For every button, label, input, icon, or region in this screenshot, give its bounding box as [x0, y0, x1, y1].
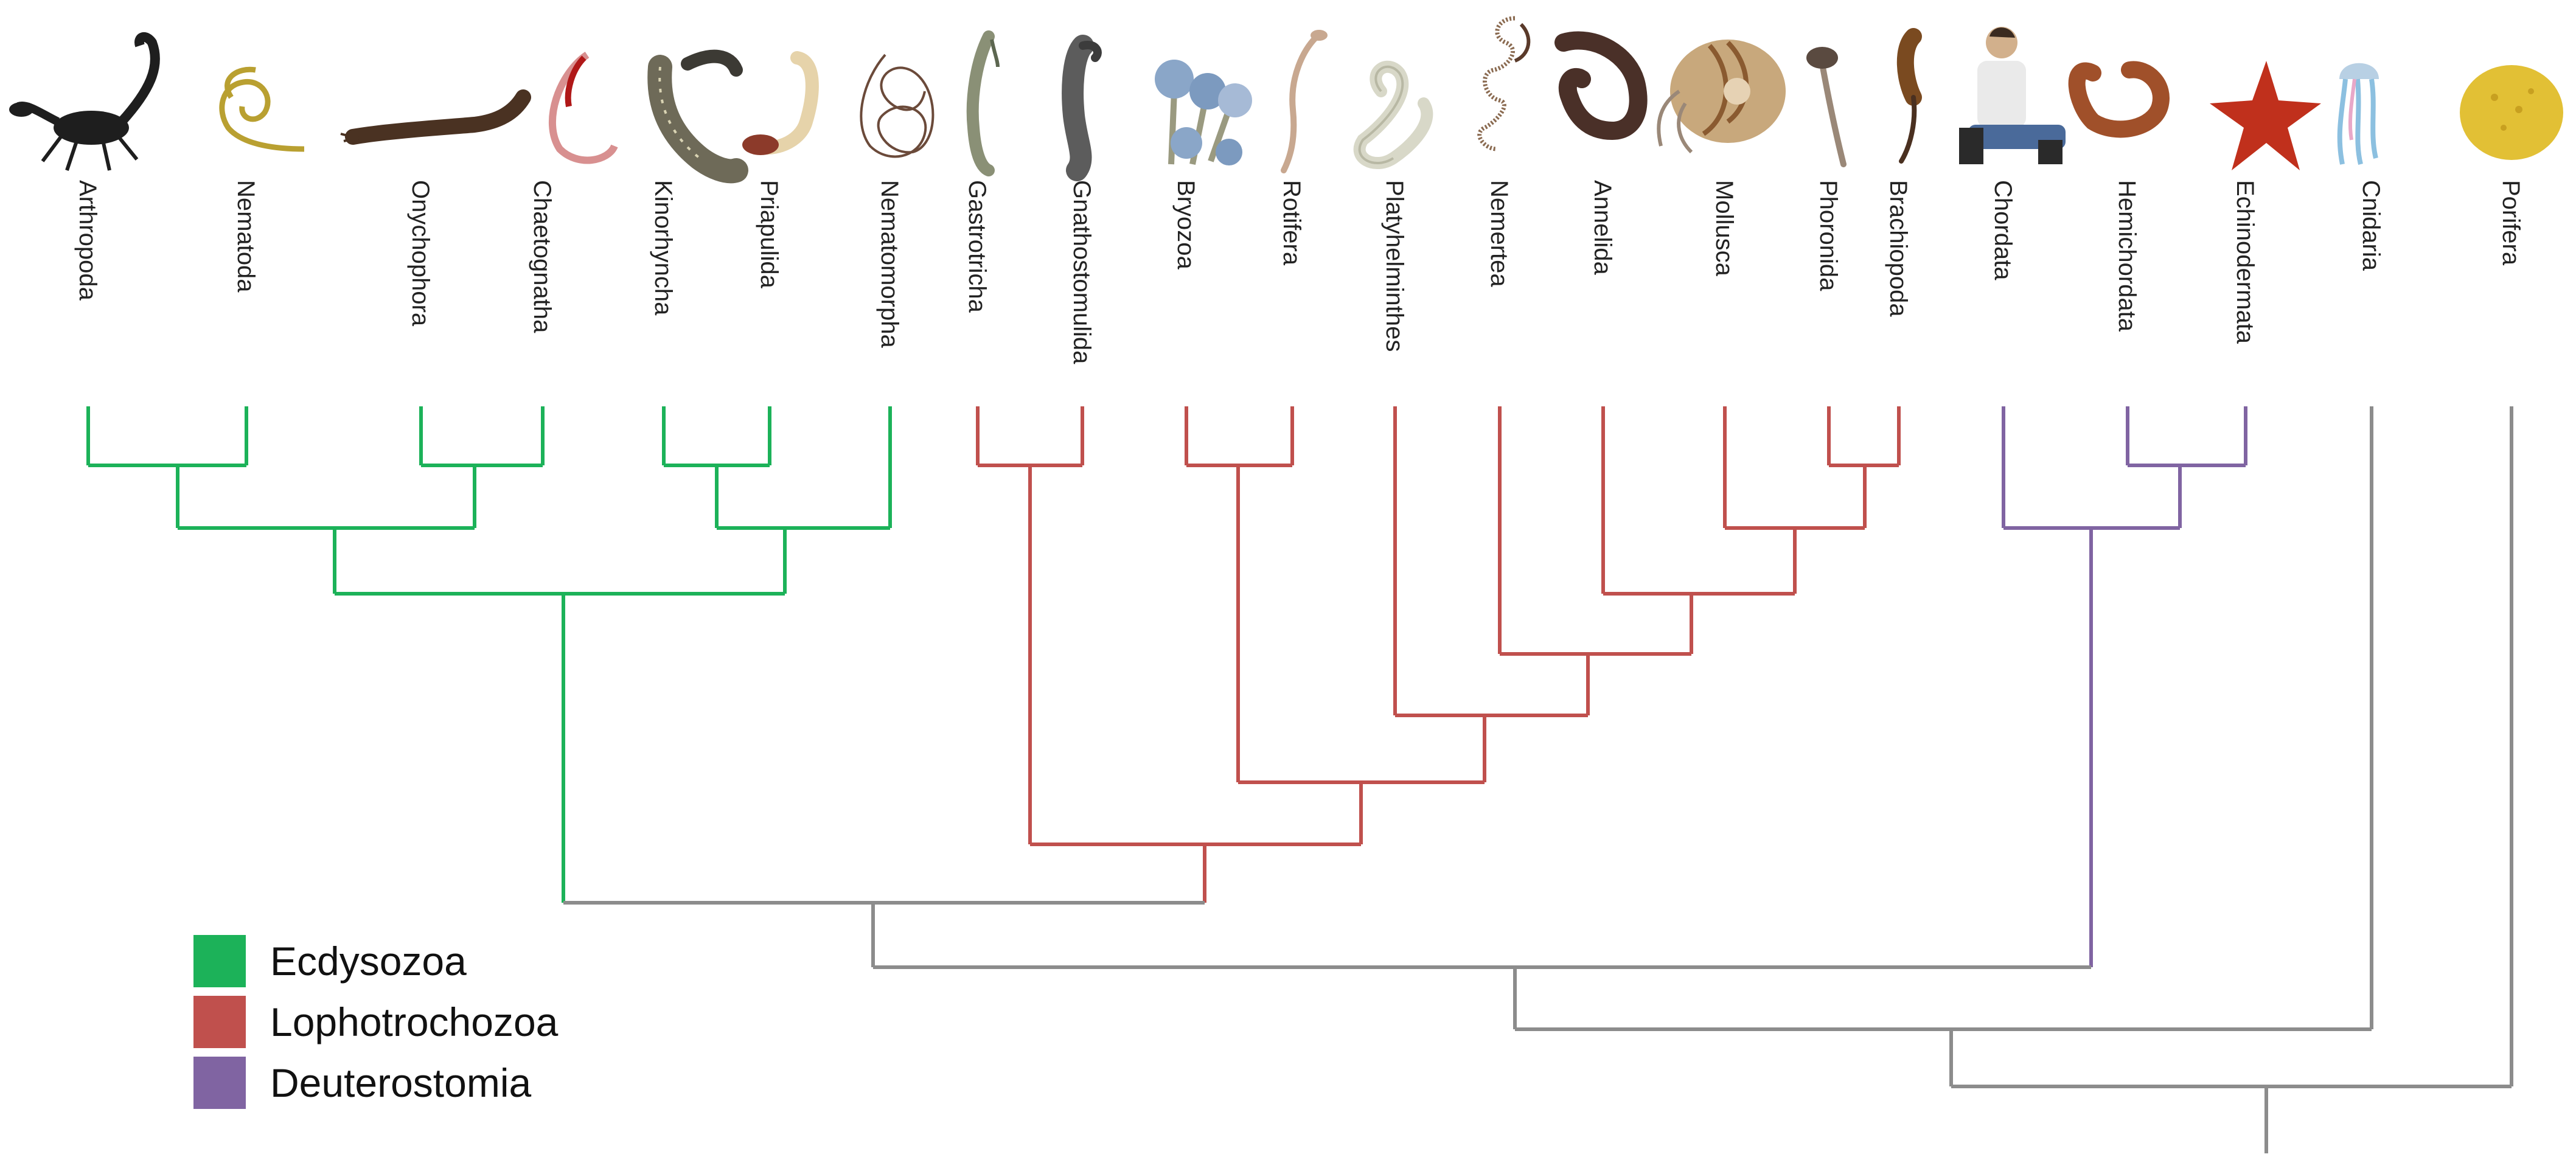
- legend-item-ecdysozoa: Ecdysozoa: [193, 942, 558, 981]
- taxon-label-priapulida: Priapulida: [756, 180, 782, 289]
- taxon-label-gnathostomulida: Gnathostomulida: [1068, 180, 1095, 364]
- taxon-label-mollusca: Mollusca: [1711, 180, 1738, 277]
- taxon-label-hemichordata: Hemichordata: [2114, 180, 2140, 332]
- taxon-label-kinorhyncha: Kinorhyncha: [650, 180, 677, 316]
- taxon-label-chaetognatha: Chaetognatha: [529, 180, 555, 333]
- scorpion-icon: [9, 37, 155, 170]
- starfish-icon: [2210, 61, 2321, 170]
- taxon-label-bryozoa: Bryozoa: [1172, 180, 1199, 269]
- flatworm-icon: [1360, 67, 1427, 163]
- taxon-label-platyhelminthes: Platyhelminthes: [1381, 180, 1408, 352]
- taxon-label-onychophora: Onychophora: [407, 180, 434, 327]
- legend: Ecdysozoa Lophotrochozoa Deuterostomia: [193, 942, 558, 1124]
- taxon-label-annelida: Annelida: [1589, 180, 1616, 275]
- lamp-shell-icon: [1901, 36, 1914, 161]
- taxon-label-phoronida: Phoronida: [1815, 180, 1842, 291]
- nautilus-icon: [1659, 40, 1786, 152]
- arrow-worm-icon: [552, 55, 614, 161]
- taxon-label-nematomorpha: Nematomorpha: [876, 180, 903, 348]
- jellyfish-icon: [2339, 63, 2379, 164]
- rotifer-icon: [1284, 30, 1328, 170]
- taxon-label-brachiopoda: Brachiopoda: [1885, 180, 1912, 317]
- taxon-label-rotifera: Rotifera: [1278, 180, 1305, 266]
- taxon-label-arthropoda: Arthropoda: [74, 180, 101, 301]
- human-icon: [1959, 27, 2066, 164]
- ribbon-worm-icon: [1480, 18, 1529, 149]
- mud-dragon-icon: [660, 57, 736, 172]
- legend-swatch: [193, 935, 246, 987]
- taxon-labels: Arthropoda Nematoda Onychophora Chaetognath…: [74, 180, 2524, 364]
- acorn-worm-icon: [2077, 69, 2161, 129]
- horsehair-worm-icon: [861, 55, 933, 156]
- earthworm-icon: [1564, 40, 1638, 131]
- deuterostomia-branches: [2003, 406, 2246, 967]
- taxon-label-chordata: Chordata: [1989, 180, 2016, 280]
- jaw-worm-icon: [1073, 45, 1098, 170]
- legend-swatch: [193, 996, 246, 1048]
- taxon-label-echinodermata: Echinodermata: [2232, 180, 2258, 344]
- stem-branches: [563, 406, 2512, 1153]
- ecdysozoa-branches: [88, 406, 890, 903]
- velvet-worm-icon: [341, 97, 523, 141]
- organism-icons: [9, 18, 2563, 171]
- legend-label: Ecdysozoa: [270, 938, 467, 984]
- moss-animal-icon: [1155, 60, 1252, 165]
- lophotrochozoa-branches: [978, 406, 1899, 903]
- sponge-icon: [2460, 65, 2563, 160]
- legend-item-deuterostomia: Deuterostomia: [193, 1063, 558, 1102]
- taxon-label-porifera: Porifera: [2498, 180, 2524, 266]
- penis-worm-icon: [742, 58, 812, 155]
- legend-swatch: [193, 1057, 246, 1109]
- hairyback-icon: [973, 36, 998, 170]
- legend-label: Lophotrochozoa: [270, 999, 558, 1045]
- legend-label: Deuterostomia: [270, 1060, 531, 1106]
- taxon-label-nematoda: Nematoda: [232, 180, 259, 293]
- taxon-label-gastrotricha: Gastrotricha: [964, 180, 990, 313]
- roundworm-icon: [222, 69, 304, 149]
- horseshoe-worm-icon: [1806, 47, 1843, 164]
- taxon-label-nemertea: Nemertea: [1486, 180, 1513, 287]
- taxon-label-cnidaria: Cnidaria: [2358, 180, 2384, 271]
- legend-item-lophotrochozoa: Lophotrochozoa: [193, 1002, 558, 1041]
